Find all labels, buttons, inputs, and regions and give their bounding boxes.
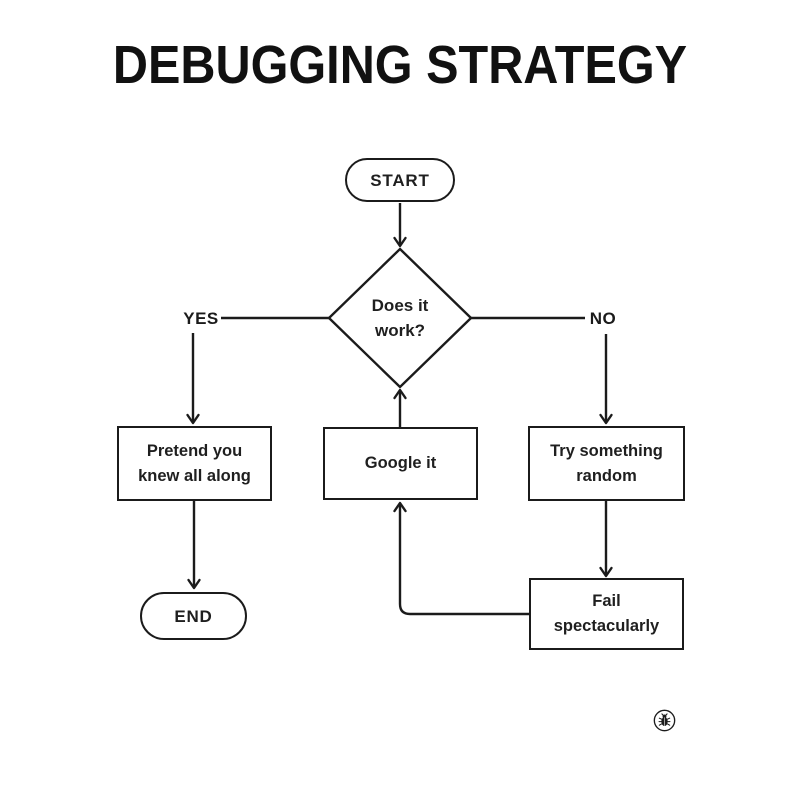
arrowhead-google-decision [393,388,407,400]
node-pretend-you-knew: Pretend you knew all along [117,426,272,501]
edge-label-yes: YES [183,309,219,328]
arrowhead-try-fail [599,566,613,578]
node-end: END [140,592,247,640]
node-start-label: START [370,170,430,190]
arrowhead-yes-pretend [186,413,200,425]
arrowhead-fail-google [393,501,407,513]
arrowhead-start-decision [393,236,407,248]
node-try-something-random: Try something random [528,426,685,501]
arrowhead-pretend-end [187,578,201,590]
node-decision-label-line2: work? [374,321,426,340]
node-fail-spectacularly: Fail spectacularly [529,578,684,650]
bug-icon [653,709,676,732]
node-try-label-line1: Try something [550,441,663,460]
node-try-label-line2: random [576,466,637,485]
decision-diamond-shape [327,247,473,389]
node-google-it: Google it [323,427,478,500]
node-fail-label-line1: Fail [592,592,621,610]
node-end-label: END [174,606,213,626]
node-google-label: Google it [364,454,437,472]
node-decision-label-line1: Does it [371,296,429,315]
node-start: START [345,158,455,202]
node-decision: Does it work? [328,292,472,344]
node-pretend-label-line2: knew all along [138,466,251,485]
arrowhead-no-try [599,413,613,425]
edge-label-no: NO [589,309,617,328]
node-fail-label-line2: spectacularly [553,617,660,635]
node-pretend-label-line1: Pretend you [146,441,243,460]
page-title: DEBUGGING STRATEGY [112,35,688,95]
edge-fail-google [398,505,529,616]
